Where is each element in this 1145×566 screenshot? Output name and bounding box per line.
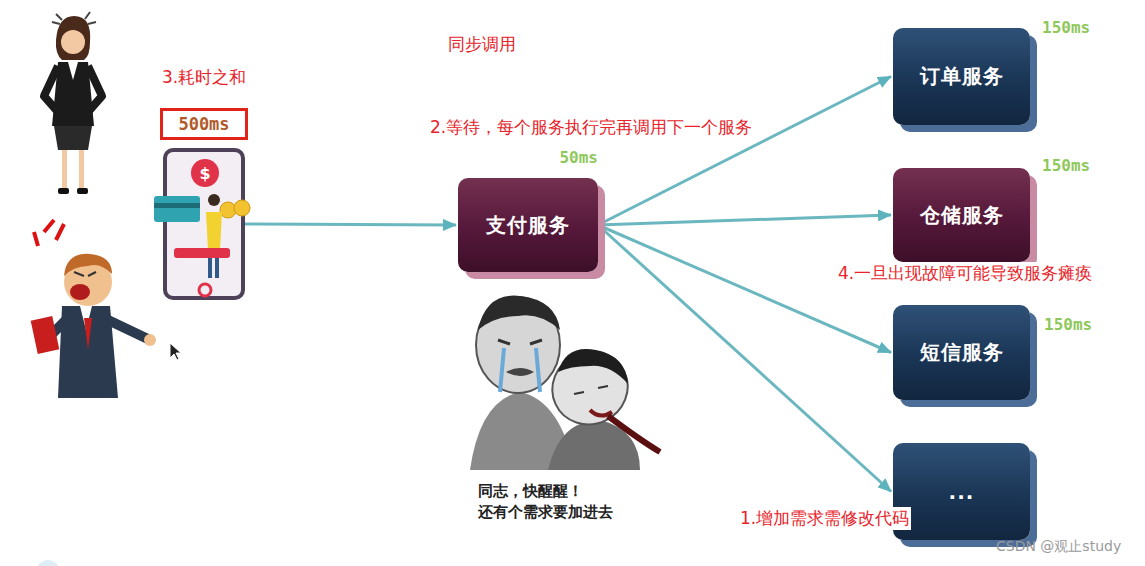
connector-arrow [598, 215, 891, 225]
mouse-cursor [170, 343, 181, 360]
node-label: 仓储服务 [920, 202, 1004, 229]
node-label: 短信服务 [920, 339, 1004, 366]
meme-illustration [470, 296, 660, 470]
woman-figure [44, 12, 102, 194]
diagram-title: 同步调用 [446, 33, 518, 56]
time-label: 50ms [559, 148, 598, 167]
service-box: 仓储服务150ms [893, 168, 1030, 262]
service-box: 短信服务150ms [893, 305, 1030, 400]
annotation: 4.一旦出现故障可能导致服务瘫痪 [836, 262, 1094, 285]
service-box: 订单服务150ms [893, 28, 1030, 125]
node-label: 支付服务 [486, 212, 570, 239]
phone-illustration [154, 150, 250, 298]
meme-caption: 同志，快醒醒！ [476, 482, 585, 501]
node-label: 订单服务 [920, 63, 1004, 90]
annotation: 2.等待，每个服务执行完再调用下一个服务 [428, 116, 754, 139]
corner-mark [36, 560, 60, 566]
time-label: 150ms [1042, 18, 1090, 37]
time-label: 150ms [1044, 315, 1092, 334]
connector-arrow [598, 77, 891, 226]
annotation: 3.耗时之和 [160, 66, 248, 89]
connector-arrow [598, 225, 891, 353]
time-label: 150ms [1042, 156, 1090, 175]
node-label: $ [192, 160, 218, 186]
node-label: ... [949, 480, 975, 504]
total-time-box: 500ms [160, 108, 248, 140]
service-box: ... [893, 443, 1030, 540]
meme-caption: 还有个需求要加进去 [476, 503, 615, 522]
watermark: CSDN @观止study [994, 538, 1123, 556]
annotation: 1.增加需求需修改代码 [738, 507, 911, 530]
service-box: 支付服务50ms [458, 178, 598, 272]
node-label: 500ms [178, 114, 229, 134]
phone-box: $ [163, 148, 245, 300]
angry-man-figure [31, 220, 156, 398]
connector-arrow [245, 224, 456, 225]
